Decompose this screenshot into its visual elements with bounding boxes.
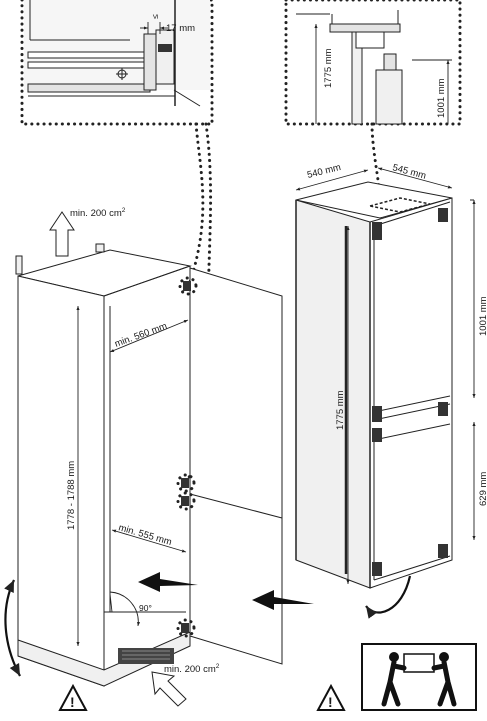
fridge-width-dimension (295, 169, 369, 191)
svg-text:!: ! (328, 694, 333, 710)
fridge-lower-height-label: 629 mm (478, 472, 487, 506)
fridge-depth-label: 545 mm (391, 162, 427, 182)
guide-line-right (370, 122, 382, 202)
vent-grille-bottom (118, 648, 174, 664)
rotate-arrow (365, 575, 412, 619)
cabinet-door (189, 267, 283, 665)
hinge-gap-label: 17 mm (166, 23, 195, 34)
warning-icon-right: ! (316, 683, 346, 711)
insert-arrow-left (138, 572, 198, 592)
fridge-upper-height-label: 1001 mm (478, 296, 487, 336)
cabinet-height-label: 1778 - 1788 mm (66, 461, 77, 530)
door-angle-arc (109, 591, 141, 627)
cabinet-width-top-label: min. 560 mm (113, 321, 168, 350)
door-angle-label: 90° (139, 603, 152, 613)
two-person-lift-icon (361, 643, 477, 711)
cabinet (15, 243, 283, 687)
fridge (295, 181, 453, 589)
svg-text:!: ! (70, 694, 75, 710)
detail-height-total-label: 1775 mm (323, 48, 334, 88)
vent-bottom-arrow (151, 671, 187, 707)
vent-bottom-label: min. 200 cm2 (164, 663, 220, 675)
warning-icon-left: ! (58, 683, 88, 711)
tilt-arrow (4, 579, 21, 677)
cabinet-width-top-dimension (109, 319, 189, 353)
guide-line-top (188, 122, 205, 284)
cabinet-width-bottom-label: min. 555 mm (117, 522, 173, 548)
height-detail-box: 1775 mm 1001 mm (284, 0, 462, 126)
le-symbol: ≤ (150, 14, 160, 19)
insert-arrow-right (252, 590, 314, 610)
hinge-detail-box: ≤ 17 mm (20, 0, 214, 126)
fridge-depth-dimension (377, 167, 453, 189)
cabinet-width-bottom-dimension (111, 529, 187, 553)
vent-top-arrow (49, 211, 75, 257)
fridge-width-label: 540 mm (306, 162, 342, 181)
fridge-height-label: 1775 mm (335, 390, 346, 430)
detail-height-lower-label: 1001 mm (436, 78, 447, 118)
vent-top-label: min. 200 cm2 (70, 207, 126, 219)
